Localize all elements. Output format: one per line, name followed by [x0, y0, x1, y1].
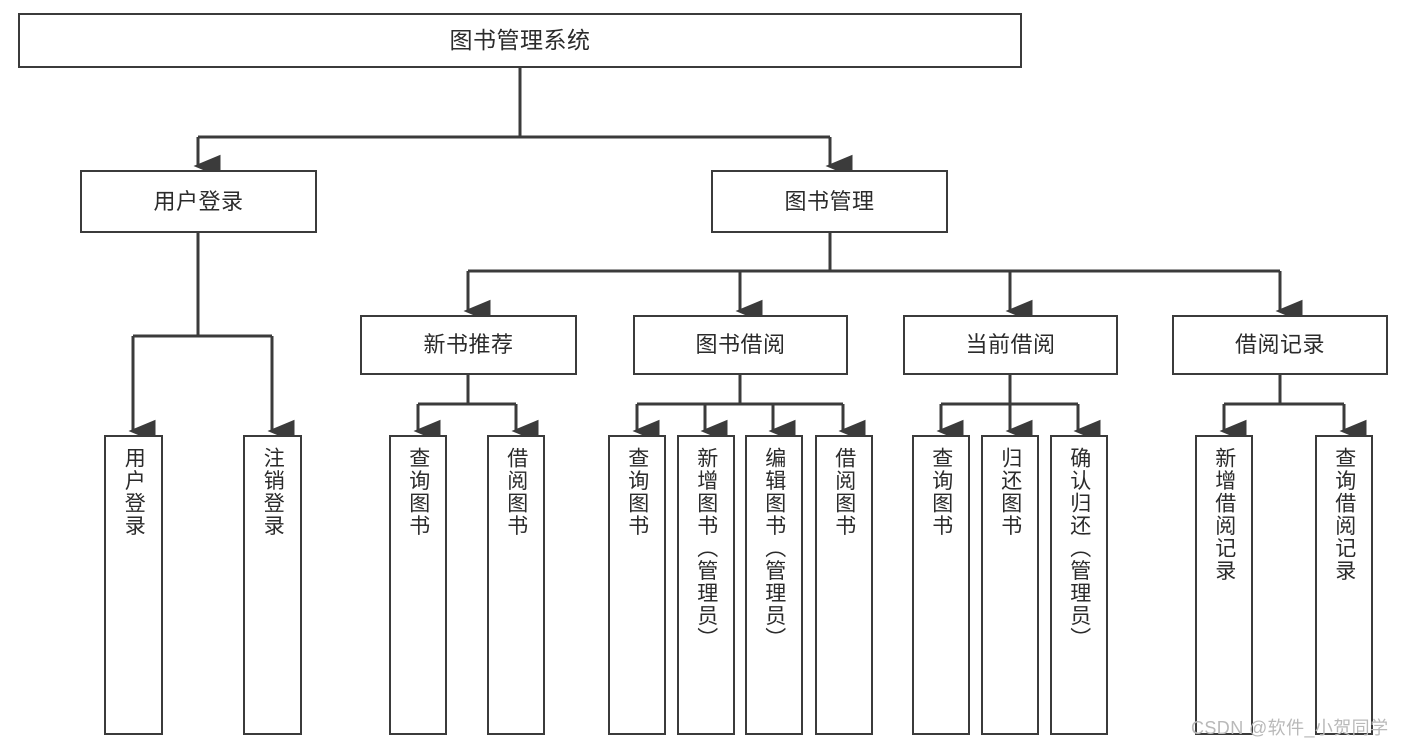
node-book-borrow[interactable]: 图书借阅	[633, 315, 848, 375]
node-label: 图书管理	[784, 188, 875, 214]
node-label: 当前借阅	[965, 332, 1056, 358]
node-label: 借阅记录	[1234, 332, 1325, 358]
node-label: 借阅图书	[832, 447, 856, 537]
node-label: 查询图书	[929, 447, 953, 537]
leaf-recommend-borrow-book[interactable]: 借阅图书	[487, 435, 545, 735]
leaf-current-query-book[interactable]: 查询图书	[912, 435, 970, 735]
node-label: 新增图书（管理员）	[694, 447, 718, 650]
node-label: 图书借阅	[695, 332, 786, 358]
leaf-current-return-book[interactable]: 归还图书	[981, 435, 1039, 735]
node-label: 借阅图书	[504, 447, 528, 537]
node-book-management[interactable]: 图书管理	[711, 170, 948, 233]
leaf-borrow-edit-book-admin[interactable]: 编辑图书（管理员）	[745, 435, 803, 735]
node-label: 查询图书	[625, 447, 649, 537]
leaf-user-logout[interactable]: 注销登录	[243, 435, 302, 735]
leaf-user-login[interactable]: 用户登录	[104, 435, 163, 735]
node-label: 用户登录	[122, 447, 146, 537]
node-label: 查询图书	[406, 447, 430, 537]
leaf-record-add-record[interactable]: 新增借阅记录	[1195, 435, 1253, 735]
leaf-record-query-record[interactable]: 查询借阅记录	[1315, 435, 1373, 735]
node-label: 归还图书	[998, 447, 1022, 537]
leaf-borrow-query-book[interactable]: 查询图书	[608, 435, 666, 735]
leaf-recommend-query-book[interactable]: 查询图书	[389, 435, 447, 735]
node-new-book-recommend[interactable]: 新书推荐	[360, 315, 577, 375]
leaf-borrow-borrow-book[interactable]: 借阅图书	[815, 435, 873, 735]
node-label: 编辑图书（管理员）	[762, 447, 786, 650]
node-label: 新书推荐	[423, 332, 514, 358]
leaf-current-confirm-return-admin[interactable]: 确认归还（管理员）	[1050, 435, 1108, 735]
node-current-borrow[interactable]: 当前借阅	[903, 315, 1118, 375]
node-label: 用户登录	[153, 188, 244, 214]
node-label: 确认归还（管理员）	[1067, 447, 1091, 650]
node-root-system[interactable]: 图书管理系统	[18, 13, 1022, 68]
leaf-borrow-add-book-admin[interactable]: 新增图书（管理员）	[677, 435, 735, 735]
node-label: 查询借阅记录	[1332, 447, 1356, 582]
node-label: 新增借阅记录	[1212, 447, 1236, 582]
node-label: 图书管理系统	[449, 26, 591, 53]
node-user-login[interactable]: 用户登录	[80, 170, 317, 233]
node-borrow-record[interactable]: 借阅记录	[1172, 315, 1388, 375]
node-label: 注销登录	[261, 447, 285, 537]
csdn-watermark: CSDN @软件_小贺同学	[1191, 718, 1389, 738]
